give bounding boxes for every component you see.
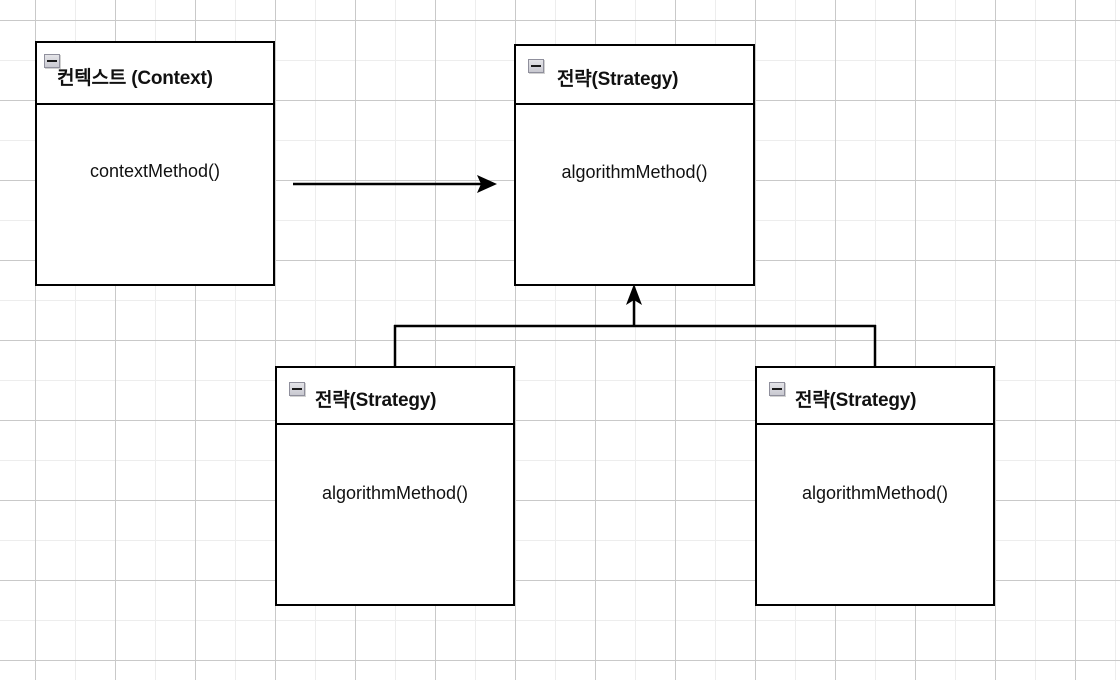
uml-class-concrete-strategy-a[interactable]: 전략(Strategy) algorithmMethod() bbox=[275, 366, 515, 606]
uml-class-member: algorithmMethod() bbox=[801, 483, 949, 503]
uml-class-body: algorithmMethod() bbox=[277, 425, 513, 604]
uml-class-title: 전략(Strategy) bbox=[795, 390, 917, 411]
uml-class-body: algorithmMethod() bbox=[516, 105, 753, 284]
generalization-to-strategy bbox=[393, 284, 877, 367]
association-context-to-strategy bbox=[293, 175, 497, 193]
uml-class-header: 전략(Strategy) bbox=[277, 368, 513, 425]
uml-class-member: algorithmMethod() bbox=[321, 483, 469, 503]
uml-class-member: algorithmMethod() bbox=[561, 162, 708, 182]
minus-box-icon[interactable] bbox=[528, 59, 544, 73]
uml-class-strategy[interactable]: 전략(Strategy) algorithmMethod() bbox=[514, 44, 755, 286]
uml-class-member: contextMethod() bbox=[89, 161, 221, 181]
minus-box-icon[interactable] bbox=[289, 382, 305, 396]
uml-class-header: 컨텍스트 (Context) bbox=[37, 43, 273, 105]
uml-class-body: contextMethod() bbox=[37, 105, 273, 284]
uml-class-title: 전략(Strategy) bbox=[557, 69, 679, 90]
uml-class-header: 전략(Strategy) bbox=[516, 46, 753, 105]
minus-box-icon[interactable] bbox=[44, 54, 60, 68]
uml-class-title: 전략(Strategy) bbox=[315, 390, 437, 411]
minus-box-icon[interactable] bbox=[769, 382, 785, 396]
uml-class-title: 컨텍스트 (Context) bbox=[57, 68, 213, 89]
uml-class-header: 전략(Strategy) bbox=[757, 368, 993, 425]
uml-class-body: algorithmMethod() bbox=[757, 425, 993, 604]
uml-class-context[interactable]: 컨텍스트 (Context) contextMethod() bbox=[35, 41, 275, 286]
uml-class-concrete-strategy-b[interactable]: 전략(Strategy) algorithmMethod() bbox=[755, 366, 995, 606]
